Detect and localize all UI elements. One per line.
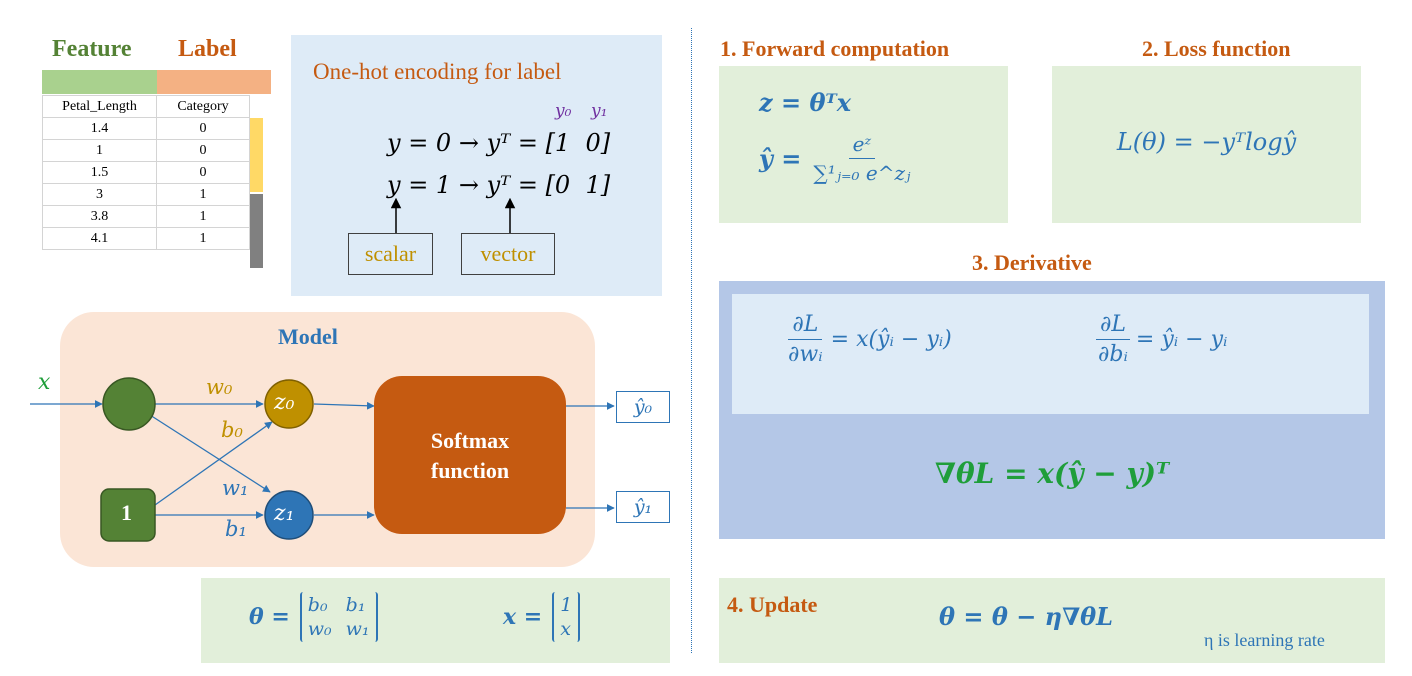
bias-node	[100, 488, 156, 542]
softmax-label-line2: function	[430, 458, 510, 483]
dL-numerator: ∂L	[788, 312, 823, 340]
vertical-divider	[691, 28, 692, 653]
z0-label: z₀	[274, 390, 295, 415]
forward-eq-z: z = θᵀx	[759, 88, 852, 117]
theta-cell: w₀	[307, 618, 332, 640]
class0-marker-bar	[250, 118, 263, 192]
input-node	[102, 377, 156, 431]
x-cell: 1	[560, 594, 573, 616]
model-title: Model	[278, 324, 338, 349]
w0-label: w₀	[206, 375, 233, 399]
onehot-panel: One-hot encoding for label y₀ y₁ y = 0 →…	[291, 35, 662, 296]
theta-cell: w₁	[345, 618, 370, 640]
db-denominator: ∂bᵢ	[1098, 342, 1128, 367]
params-panel: θ = b₀ b₁ w₀ w₁ x = 1 x	[201, 578, 670, 663]
softmax-denominator: ∑¹ⱼ₌₀ e^zⱼ	[813, 161, 911, 185]
softmax-fraction: eᶻ ∑¹ⱼ₌₀ e^zⱼ	[809, 132, 914, 185]
class1-marker-bar	[250, 194, 263, 268]
loss-eq: L(θ) = −yᵀlogŷ	[1116, 128, 1297, 156]
learning-rate-note: η is learning rate	[1204, 630, 1325, 650]
label-header: Label	[178, 36, 237, 62]
loss-panel: L(θ) = −yᵀlogŷ	[1052, 66, 1361, 223]
w1-edge	[149, 414, 271, 493]
z1-node	[264, 490, 314, 540]
onehot-eq-1: y = 1 → yᵀ = [0 1]	[387, 171, 611, 199]
dL-db-fraction: ∂L ∂bᵢ	[1094, 312, 1132, 367]
onehot-arrows	[390, 197, 516, 233]
theta-lhs: θ =	[249, 604, 290, 630]
vector-label: vector	[461, 233, 555, 275]
onehot-eq-0: y = 0 → yᵀ = [1 0]	[387, 129, 611, 157]
dL-dw-fraction: ∂L ∂wᵢ	[784, 312, 827, 367]
yhat-lhs: ŷ =	[759, 144, 802, 173]
softmax-label-line1: Softmax	[430, 428, 510, 453]
x-cell: x	[560, 618, 571, 640]
label-color-bar	[157, 70, 271, 94]
x-vector: 1 x	[552, 592, 581, 642]
onehot-title: One-hot encoding for label	[313, 59, 562, 84]
b0-label: b₀	[221, 418, 243, 442]
gradient-eq: ∇θL = x(ŷ − y)ᵀ	[934, 457, 1170, 490]
w1-label: w₁	[222, 476, 249, 500]
table-cell: 4.1	[42, 227, 157, 250]
theta-cell: b₀	[307, 594, 328, 616]
forward-title: 1. Forward computation	[720, 36, 950, 61]
softmax-numerator: eᶻ	[848, 132, 876, 159]
yhat0-output: ŷ₀	[616, 391, 670, 423]
derivative-panel: ∂L ∂wᵢ = x(ŷᵢ − yᵢ) ∂L ∂bᵢ = ŷᵢ − yᵢ ∇θL…	[719, 281, 1385, 539]
x-lhs: x =	[503, 604, 543, 630]
derivative-title: 3. Derivative	[972, 250, 1092, 275]
update-panel: 4. Update θ = θ − η∇θL η is learning rat…	[719, 578, 1385, 663]
update-title: 4. Update	[727, 592, 818, 617]
softmax-node	[374, 376, 566, 534]
partials-panel: ∂L ∂wᵢ = x(ŷᵢ − yᵢ) ∂L ∂bᵢ = ŷᵢ − yᵢ	[732, 294, 1369, 414]
b0-edge	[154, 421, 273, 506]
y0-label: y₀	[555, 101, 572, 121]
z1-label: z₁	[274, 501, 295, 526]
forward-panel: z = θᵀx ŷ = eᶻ ∑¹ⱼ₌₀ e^zⱼ	[719, 66, 1008, 223]
feature-header: Feature	[52, 36, 132, 62]
yhat1-output: ŷ₁	[616, 491, 670, 523]
bias-node-label: 1	[121, 500, 132, 525]
z0-edge	[313, 401, 375, 410]
b1-label: b₁	[225, 517, 247, 541]
model-diagram	[30, 376, 615, 542]
dw-denominator: ∂wᵢ	[788, 342, 823, 367]
theta-matrix: b₀ b₁ w₀ w₁	[299, 592, 378, 642]
update-eq: θ = θ − η∇θL	[939, 602, 1114, 631]
table-cell: 1	[156, 227, 250, 250]
loss-title: 2. Loss function	[1142, 36, 1291, 61]
dL-db-rhs: = ŷᵢ − yᵢ	[1135, 327, 1228, 352]
dL-dw-rhs: = x(ŷᵢ − yᵢ)	[830, 327, 952, 352]
dL-numerator: ∂L	[1095, 312, 1130, 340]
theta-cell: b₁	[345, 594, 366, 616]
input-x-label: x	[38, 370, 51, 395]
z0-node	[264, 379, 314, 429]
feature-color-bar	[42, 70, 157, 94]
y1-label: y₁	[591, 101, 608, 121]
scalar-label: scalar	[348, 233, 433, 275]
